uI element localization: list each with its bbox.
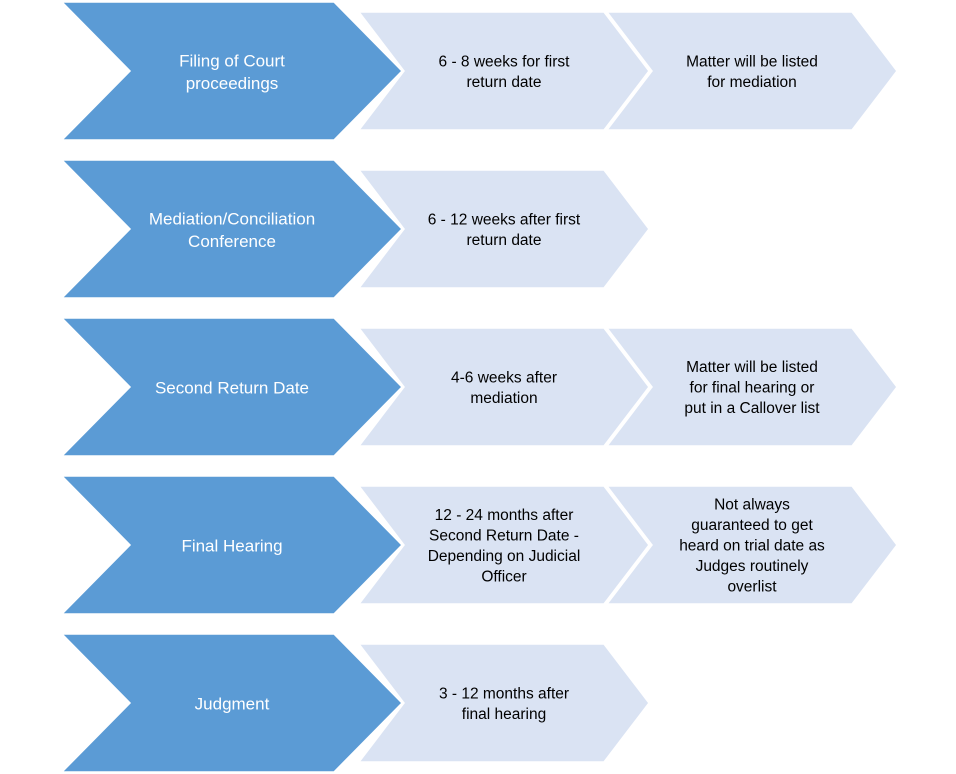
detail-label-line: 4-6 weeks after bbox=[451, 369, 557, 386]
detail-label-line: 12 - 24 months after bbox=[435, 507, 574, 524]
detail-label-line: 3 - 12 months after bbox=[439, 685, 569, 702]
detail-label: 6 - 8 weeks for first return date bbox=[439, 53, 571, 91]
detail-label-line: put in a Callover list bbox=[684, 400, 820, 417]
stage-label: Second Return Date bbox=[155, 379, 309, 398]
detail-chevron bbox=[357, 643, 650, 763]
detail-chevron bbox=[605, 327, 898, 447]
detail-label-line: final hearing bbox=[462, 706, 546, 723]
detail-label-line: mediation bbox=[470, 390, 537, 407]
detail-label-line: overlist bbox=[727, 579, 777, 596]
detail-label-line: 6 - 8 weeks for first bbox=[439, 53, 571, 70]
stage-label-line: Judgment bbox=[195, 695, 270, 714]
detail-label-line: guaranteed to get bbox=[691, 517, 813, 534]
detail-label-line: 6 - 12 weeks after first bbox=[428, 211, 581, 228]
stage-chevron bbox=[60, 1, 404, 141]
detail-label: 6 - 12 weeks after first return date bbox=[428, 211, 581, 249]
detail-label-line: for mediation bbox=[707, 74, 797, 91]
detail-label-line: Not always bbox=[714, 497, 790, 514]
detail-chevron bbox=[357, 11, 650, 131]
detail-label: Matter will be listed for mediation bbox=[686, 53, 818, 91]
stage-chevron bbox=[60, 317, 404, 457]
stage-label-line: Second Return Date bbox=[155, 379, 309, 398]
detail-label-line: Officer bbox=[481, 568, 526, 585]
stage-label-line: Conference bbox=[188, 232, 276, 251]
detail-label: Matter will be listed for final hearing o… bbox=[684, 359, 820, 417]
detail-chevron bbox=[357, 169, 650, 289]
detail-chevron bbox=[357, 485, 650, 605]
detail-chevron bbox=[605, 11, 898, 131]
stage-chevron bbox=[60, 159, 404, 299]
detail-label: Not always guaranteed to get heard on tria… bbox=[679, 497, 825, 596]
stage-label-line: Final Hearing bbox=[181, 537, 282, 556]
detail-chevron bbox=[357, 327, 650, 447]
detail-label: 3 - 12 months after final hearing bbox=[439, 685, 569, 723]
stage-chevron bbox=[60, 475, 404, 615]
stage-label: Judgment bbox=[195, 695, 270, 714]
stage-label-line: proceedings bbox=[186, 74, 279, 93]
detail-label-line: return date bbox=[467, 232, 542, 249]
stage-label-line: Mediation/Conciliation bbox=[149, 209, 315, 228]
stage-label: Final Hearing bbox=[181, 537, 282, 556]
detail-label-line: Depending on Judicial bbox=[428, 548, 581, 565]
detail-label: 4-6 weeks after mediation bbox=[451, 369, 557, 407]
detail-label-line: Matter will be listed bbox=[686, 359, 818, 376]
detail-label-line: Judges routinely bbox=[696, 558, 809, 575]
stage-label-line: Filing of Court bbox=[179, 51, 285, 70]
detail-label-line: heard on trial date as bbox=[679, 538, 825, 555]
detail-label-line: return date bbox=[467, 74, 542, 91]
detail-label-line: Second Return Date - bbox=[429, 527, 579, 544]
detail-label-line: Matter will be listed bbox=[686, 53, 818, 70]
detail-label-line: for final hearing or bbox=[690, 380, 815, 397]
detail-chevron bbox=[605, 485, 898, 605]
stage-chevron bbox=[60, 633, 404, 773]
stage-label: Filing of Court proceedings bbox=[179, 51, 285, 93]
